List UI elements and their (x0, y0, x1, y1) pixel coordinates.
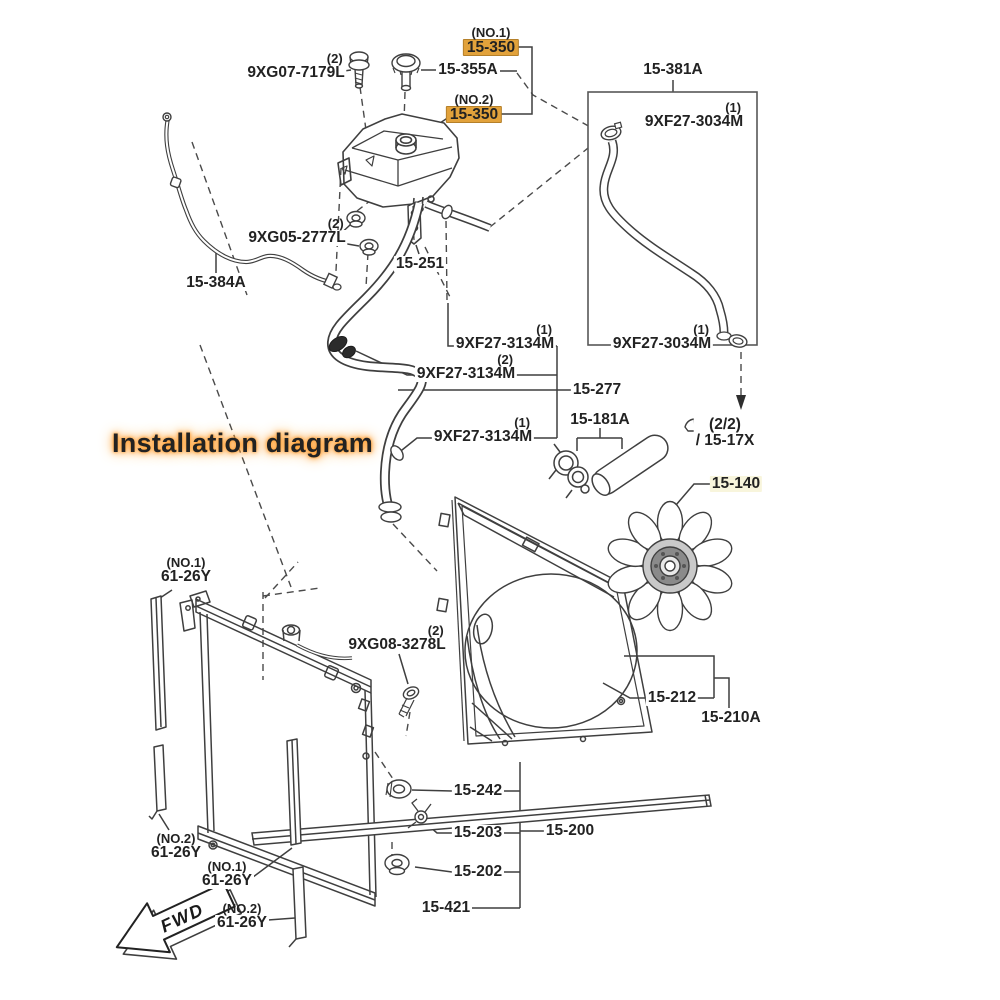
part-label-15-251-text: 15-251 (393, 255, 447, 272)
part-label-15-200-text: 15-200 (543, 822, 597, 839)
part-label-9XF27-3134M-3-count: (1) (514, 415, 531, 430)
part-label-9XG05-2777L-text: 9XG05-2777L (246, 229, 348, 246)
part-label-9XG08-3278L-count: (2) (427, 623, 444, 638)
part-label-9XF27-3034M-bottom: (1)9XF27-3034M (610, 322, 714, 352)
seal-strips (148, 595, 307, 948)
part-label-9XG08-3278L: (2)9XG08-3278L (346, 623, 448, 653)
part-label-9XG07-7179L-count: (2) (326, 51, 343, 66)
part-label-15-17X: (2/2)/ 15-17X (693, 417, 757, 449)
part-label-61-26Y-no2-left: (NO.2)61-26Y (149, 832, 203, 861)
clamp-and-tube-15-181A (548, 434, 669, 499)
part-label-9XF27-3034M-bottom-count: (1) (693, 322, 710, 337)
part-label-15-277-text: 15-277 (570, 381, 624, 398)
part-label-9XF27-3134M-1-text: 9XF27-3134M (453, 335, 557, 352)
part-label-15-242: 15-242 (451, 782, 505, 799)
part-label-15-203: 15-203 (451, 824, 505, 841)
part-label-9XF27-3134M-2-count: (2) (497, 352, 514, 367)
reservoir-tank-drawing (337, 113, 460, 213)
part-label-9XG07-7179L: (2)9XG07-7179L (245, 51, 347, 81)
part-label-9XG07-7179L-text: 9XG07-7179L (245, 64, 347, 81)
part-label-15-381A-text: 15-381A (641, 61, 705, 78)
cooling-fan-drawing (607, 500, 733, 632)
fan-hub (642, 538, 698, 594)
part-label-15-355A-text: 15-355A (436, 61, 500, 78)
part-label-61-26Y-no2-left-text: 61-26Y (149, 844, 203, 861)
part-label-15-200: 15-200 (543, 822, 597, 839)
part-label-15-17X-text: (2/2) (693, 417, 757, 433)
part-label-9XF27-3034M-bottom-text: 9XF27-3034M (610, 335, 714, 352)
part-label-61-26Y-no2-bottom: (NO.2)61-26Y (215, 902, 269, 931)
part-label-9XF27-3034M-top-count: (1) (725, 100, 742, 115)
part-label-61-26Y-no1-bottom-text: 61-26Y (200, 872, 254, 889)
part-label-9XF27-3134M-1-count: (1) (536, 322, 553, 337)
part-label-15-350-no2-count: (NO.2) (454, 92, 494, 107)
part-label-15-384A: 15-384A (184, 274, 248, 291)
grommet-icons-9XG05 (346, 210, 379, 256)
part-label-15-421-text: 15-421 (419, 899, 473, 916)
part-label-15-212: 15-212 (645, 689, 699, 706)
part-label-61-26Y-no1-top-text: 61-26Y (159, 568, 213, 585)
fan-shroud-drawing (436, 496, 653, 747)
part-label-15-17X-text: / 15-17X (693, 432, 757, 449)
main-hose-drawing (327, 200, 492, 523)
fan-blades (607, 500, 733, 632)
part-label-15-181A: 15-181A (568, 411, 632, 428)
detail-box-15-381A (587, 91, 758, 348)
bolt-icon-9XG07 (348, 51, 370, 89)
leader-lines (156, 46, 730, 921)
radiator-drawing (179, 590, 377, 907)
cap-icon-15-355A (391, 53, 421, 92)
part-label-15-212-text: 15-212 (645, 689, 699, 706)
part-label-15-251: 15-251 (393, 255, 447, 272)
part-label-15-140: 15-140 (709, 475, 763, 492)
part-label-61-26Y-no1-bottom: (NO.1)61-26Y (200, 860, 254, 889)
part-label-9XF27-3134M-2-text: 9XF27-3134M (414, 365, 518, 382)
part-label-9XF27-3034M-top: (1)9XF27-3034M (642, 100, 746, 130)
part-label-15-350-no1-text: 15-350 (462, 39, 520, 56)
part-label-15-381A: 15-381A (641, 61, 705, 78)
part-label-9XF27-3134M-3: (1)9XF27-3134M (431, 415, 535, 445)
part-label-9XF27-3134M-2: (2)9XF27-3134M (414, 352, 518, 382)
part-label-61-26Y-no2-bottom-text: 61-26Y (215, 914, 269, 931)
part-label-61-26Y-no2-bottom-count: (NO.2) (222, 901, 262, 916)
dashed-assembly-lines (191, 72, 742, 856)
part-label-61-26Y-no1-bottom-count: (NO.1) (207, 859, 247, 874)
part-label-15-242-text: 15-242 (451, 782, 505, 799)
part-label-15-350-no1: (NO.1)15-350 (462, 25, 520, 56)
fwd-arrow: FWD (115, 882, 243, 960)
part-label-61-26Y-no2-left-count: (NO.2) (156, 831, 196, 846)
part-label-9XF27-3034M-top-text: 9XF27-3034M (642, 113, 746, 130)
part-label-15-277: 15-277 (570, 381, 624, 398)
part-label-15-203-text: 15-203 (451, 824, 505, 841)
part-label-15-355A: 15-355A (436, 61, 500, 78)
part-label-61-26Y-no1-top-count: (NO.1) (166, 555, 206, 570)
part-label-9XG05-2777L: (2)9XG05-2777L (246, 216, 348, 246)
part-label-15-350-no1-count: (NO.1) (471, 25, 511, 40)
direction-arrowhead (736, 395, 746, 410)
part-label-15-350-no2: (NO.2)15-350 (445, 92, 503, 123)
part-label-9XF27-3134M-1: (1)9XF27-3134M (453, 322, 557, 352)
part-label-15-210A-text: 15-210A (699, 709, 763, 726)
part-label-15-421: 15-421 (419, 899, 473, 916)
small-parts-drawing (384, 686, 432, 876)
part-label-9XG05-2777L-count: (2) (327, 216, 344, 231)
part-label-61-26Y-no1-top: (NO.1)61-26Y (159, 556, 213, 585)
part-label-15-202-text: 15-202 (451, 863, 505, 880)
page-title: Installation diagram (112, 428, 374, 458)
lower-mount-bar (251, 794, 712, 846)
overflow-pipe-drawing (162, 112, 342, 291)
part-label-15-202: 15-202 (451, 863, 505, 880)
part-label-15-350-no2-text: 15-350 (445, 106, 503, 123)
part-label-15-384A-text: 15-384A (184, 274, 248, 291)
part-label-15-140-text: 15-140 (709, 475, 763, 492)
part-label-9XG08-3278L-text: 9XG08-3278L (346, 636, 448, 653)
part-label-15-181A-text: 15-181A (568, 411, 632, 428)
part-label-15-210A: 15-210A (699, 709, 763, 726)
part-label-9XF27-3134M-3-text: 9XF27-3134M (431, 428, 535, 445)
